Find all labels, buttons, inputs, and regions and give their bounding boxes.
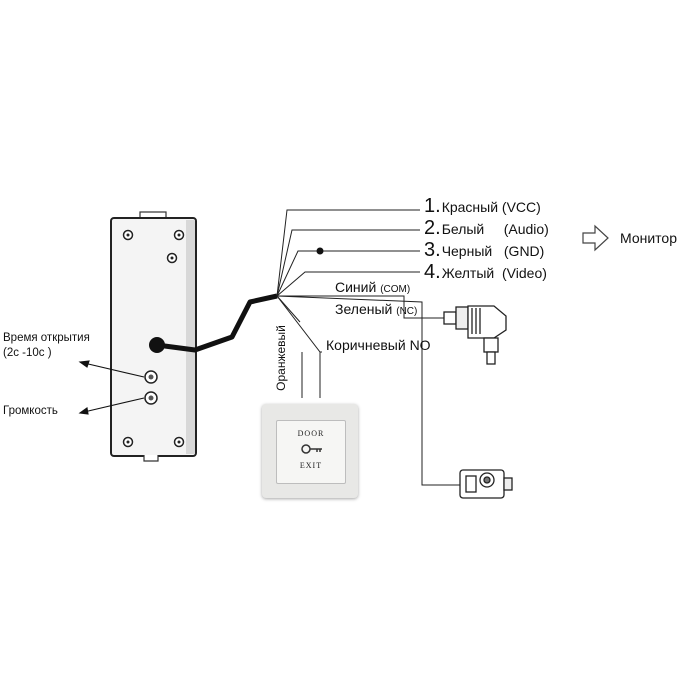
panel-cable (156, 293, 278, 353)
electric-lock-icon (459, 469, 513, 499)
wire-color: Белый (441, 221, 485, 237)
exit-button-device: DOOR EXIT (262, 404, 358, 498)
ground-junction-dot (316, 247, 324, 255)
open-time-label: Время открытия (3, 332, 90, 344)
wire-harness (276, 209, 460, 486)
intercom-panel (110, 211, 197, 462)
wire-4-label: 4.Желтый (Video) (424, 262, 547, 282)
wire-color: Желтый (441, 265, 495, 281)
wire-number: 1. (424, 195, 441, 217)
key-icon (301, 444, 322, 454)
blue-wire-label: Синий (COM) (335, 280, 410, 295)
wire-color: Черный (441, 243, 493, 259)
exit-button-plate: DOOR EXIT (276, 420, 346, 484)
exit-button-top-text: DOOR (297, 429, 325, 438)
screw-icon (122, 229, 185, 448)
green-wire-label: Зеленый (NC) (335, 302, 417, 317)
wire-number: 4. (424, 261, 441, 283)
adjust-arrows (78, 360, 145, 415)
orange-wire-label: Оранжевый (273, 325, 288, 391)
green-wire-terminal: (NC) (396, 306, 418, 317)
wire-signal: (GND) (503, 243, 545, 259)
wire-signal: (Audio) (503, 221, 549, 237)
dc-plug-icon (443, 305, 507, 365)
wire-signal: (VCC) (501, 199, 541, 215)
wire-2-label: 2.Белый (Audio) (424, 218, 549, 238)
wire-signal: (Video) (502, 265, 547, 281)
wire-1-label: 1.Красный (VCC) (424, 196, 541, 216)
trimmer-knob-icon (144, 370, 158, 405)
arrow-right-outline-icon (582, 224, 609, 252)
volume-label: Громкость (3, 405, 58, 417)
wire-color: Красный (441, 199, 499, 215)
cable-grommet (149, 337, 165, 353)
wire-number: 2. (424, 217, 441, 239)
brown-wire-label: Коричневый NO (326, 337, 431, 353)
exit-button-bottom-text: EXIT (299, 461, 323, 470)
open-time-range: (2с -10с ) (3, 347, 52, 359)
wire-3-label: 3.Черный (GND) (424, 240, 544, 260)
monitor-label: Монитор (620, 230, 677, 246)
blue-wire-terminal: (COM) (380, 284, 411, 295)
blue-wire-name: Синий (335, 279, 377, 295)
green-wire-name: Зеленый (335, 301, 393, 317)
wire-number: 3. (424, 239, 441, 261)
